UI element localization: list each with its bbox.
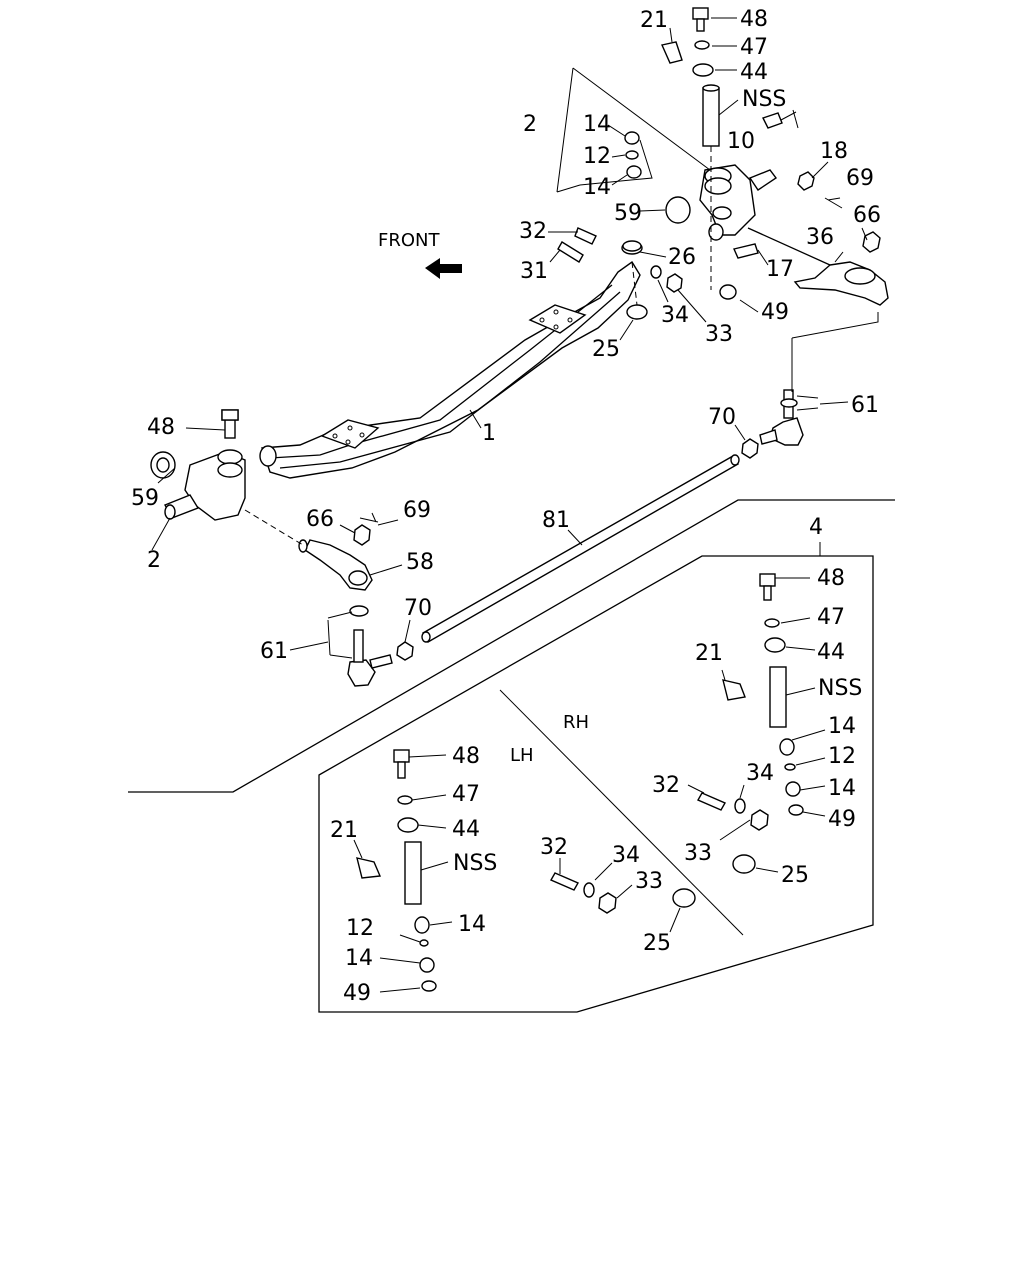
callout-25-rh: 25 — [781, 863, 809, 888]
callout-labels: 48 47 44 21 NSS 10 2 14 12 14 18 69 66 5… — [131, 7, 881, 1006]
callout-4: 4 — [809, 515, 823, 540]
callout-47-rh: 47 — [817, 605, 845, 630]
callout-25-top: 25 — [592, 337, 620, 362]
callout-25-lh: 25 — [643, 931, 671, 956]
callout-34-top: 34 — [661, 303, 689, 328]
callout-66-left: 66 — [306, 507, 334, 532]
callout-47-lh: 47 — [452, 782, 480, 807]
callout-48-top: 48 — [740, 7, 768, 32]
callout-nss-top: NSS — [742, 87, 786, 112]
callout-44-rh: 44 — [817, 640, 845, 665]
callout-32-top: 32 — [519, 219, 547, 244]
callout-1: 1 — [482, 421, 496, 446]
top-hardware — [221, 7, 881, 661]
callout-59-left: 59 — [131, 486, 159, 511]
callout-14-rh-b: 14 — [828, 776, 856, 801]
callout-nss-rh: NSS — [818, 676, 862, 701]
leader-lines — [151, 17, 868, 993]
callout-34-lh: 34 — [612, 843, 640, 868]
callout-48-lh: 48 — [452, 744, 480, 769]
left-steering-knuckle — [150, 409, 246, 521]
callout-34-rh: 34 — [746, 761, 774, 786]
rh-label: RH — [563, 712, 589, 733]
callout-31: 31 — [520, 259, 548, 284]
callout-66-top: 66 — [853, 203, 881, 228]
inset-lh-parts — [356, 749, 696, 992]
inset-rh-parts — [697, 573, 804, 874]
callout-47-top: 47 — [740, 35, 768, 60]
callout-17: 17 — [766, 257, 794, 282]
callout-61-right: 61 — [851, 393, 879, 418]
callout-2-left: 2 — [147, 548, 161, 573]
callout-12-rh: 12 — [828, 744, 856, 769]
callout-10: 10 — [727, 129, 755, 154]
callout-70-right: 70 — [708, 405, 736, 430]
callout-49-rh: 49 — [828, 807, 856, 832]
callout-33-rh: 33 — [684, 841, 712, 866]
front-arrow-icon — [425, 258, 462, 279]
callout-81: 81 — [542, 508, 570, 533]
front-label: FRONT — [378, 230, 440, 251]
callout-69-top: 69 — [846, 166, 874, 191]
front-direction-indicator: FRONT — [378, 230, 462, 279]
callout-44-lh: 44 — [452, 817, 480, 842]
lh-label: LH — [510, 745, 534, 766]
callout-61-left: 61 — [260, 639, 288, 664]
left-steering-arm — [244, 509, 373, 591]
callout-12-lh: 12 — [346, 916, 374, 941]
callout-48-left: 48 — [147, 415, 175, 440]
callout-48-rh: 48 — [817, 566, 845, 591]
callout-32-rh: 32 — [652, 773, 680, 798]
callout-21-lh: 21 — [330, 818, 358, 843]
callout-49-lh: 49 — [343, 981, 371, 1006]
tie-rod — [421, 454, 740, 643]
callout-14-lh-b: 14 — [345, 946, 373, 971]
left-tie-rod-end — [347, 605, 393, 687]
callout-14-top-b: 14 — [583, 175, 611, 200]
callout-49-top: 49 — [761, 300, 789, 325]
callout-70-left: 70 — [404, 596, 432, 621]
callout-21-top: 21 — [640, 8, 668, 33]
callout-14-top-a: 14 — [583, 112, 611, 137]
axle-beam — [259, 241, 643, 479]
callout-33-top: 33 — [705, 322, 733, 347]
right-steering-arm — [747, 227, 889, 306]
callout-32-lh: 32 — [540, 835, 568, 860]
callout-36: 36 — [806, 225, 834, 250]
callout-14-rh-a: 14 — [828, 714, 856, 739]
callout-59-top: 59 — [614, 201, 642, 226]
callout-33-lh: 33 — [635, 869, 663, 894]
callout-12-top: 12 — [583, 144, 611, 169]
callout-nss-lh: NSS — [453, 851, 497, 876]
callout-2-top: 2 — [523, 112, 537, 137]
callout-58: 58 — [406, 550, 434, 575]
callout-44-top: 44 — [740, 60, 768, 85]
callout-69-left: 69 — [403, 498, 431, 523]
callout-14-lh-a: 14 — [458, 912, 486, 937]
callout-26: 26 — [668, 245, 696, 270]
right-tie-rod-end — [759, 389, 804, 446]
inset-frame — [128, 499, 895, 1013]
callout-21-rh: 21 — [695, 641, 723, 666]
callout-18: 18 — [820, 139, 848, 164]
